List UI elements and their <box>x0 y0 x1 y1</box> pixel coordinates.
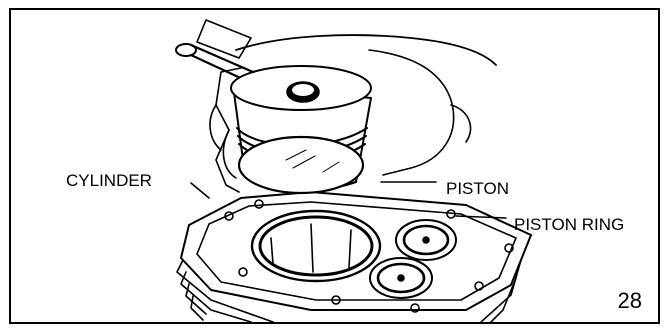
piston-label: PISTON <box>446 180 509 197</box>
cylinder-bore <box>252 211 380 281</box>
valve-intake <box>396 220 456 260</box>
piston-installation-illustration <box>11 10 658 322</box>
valve-exhaust <box>370 258 432 298</box>
illustration-frame: CYLINDER PISTON PISTON RING 28 <box>9 8 660 324</box>
piston-ring-label: PISTON RING <box>514 216 624 233</box>
cylinder-leader-line <box>191 183 209 198</box>
piston <box>231 66 371 193</box>
figure-number: 28 <box>618 290 642 312</box>
cylinder-label: CYLINDER <box>66 172 152 189</box>
